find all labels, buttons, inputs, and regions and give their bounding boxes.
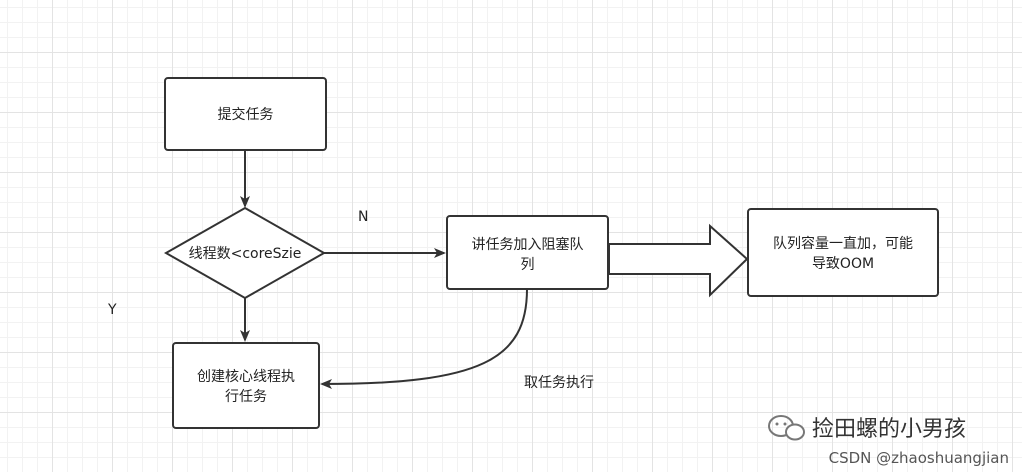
edge-take-label: 取任务执行 [524,375,594,391]
node-create-core-thread-line1: 创建核心线程执 [197,369,295,385]
node-submit-task-label: 提交任务 [218,106,274,123]
edge-queue-to-create [320,288,528,389]
block-arrow-queue-to-overflow [608,223,749,298]
node-submit-task[interactable]: 提交任务 [164,77,327,151]
node-queue-task-line1: 讲任务加入阻塞队 [472,236,584,253]
watermark-title: 捡田螺的小男孩 [812,417,966,442]
node-create-core-thread[interactable]: 创建核心线程执 行任务 [172,342,320,429]
edge-no-label: N [358,209,368,225]
node-queue-task[interactable]: 讲任务加入阻塞队 列 [446,215,609,290]
node-queue-overflow[interactable]: 队列容量一直加，可能 导致OOM [747,208,939,297]
node-thread-check[interactable]: 线程数<coreSzie [163,206,327,300]
edge-yes-label: Y [107,302,117,318]
node-queue-task-line2: 列 [521,257,535,273]
watermark: 捡田螺的小男孩 CSDN @zhaoshuangjian [768,415,1009,467]
wechat-icon [768,415,805,441]
node-thread-check-label: 线程数<coreSzie [189,246,302,262]
node-queue-overflow-line2: 导致OOM [812,256,874,272]
node-queue-overflow-line1: 队列容量一直加，可能 [773,235,913,252]
watermark-sub: CSDN @zhaoshuangjian [829,449,1009,467]
node-create-core-thread-line2: 行任务 [225,389,267,405]
